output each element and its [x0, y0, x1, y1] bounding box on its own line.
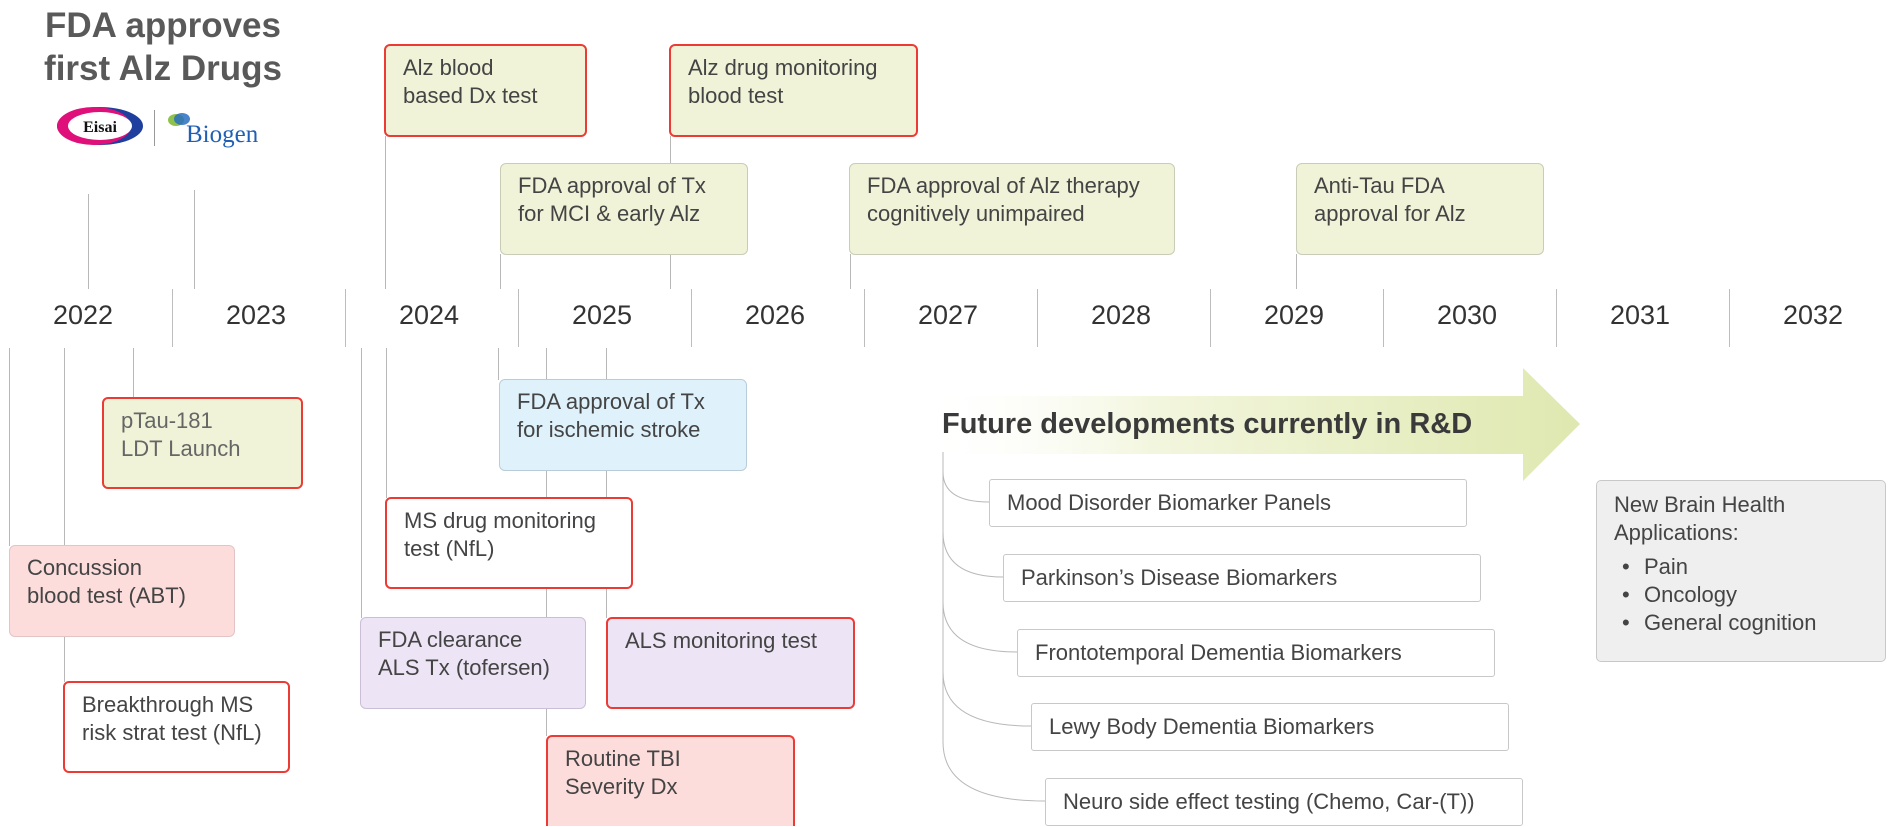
- year-label: 2029: [1263, 300, 1325, 330]
- connector: [64, 348, 65, 682]
- year-label: 2028: [1090, 300, 1152, 330]
- year-label: 2024: [398, 300, 460, 330]
- year-label: 2023: [225, 300, 287, 330]
- connector: [361, 348, 362, 618]
- svg-text:Eisai: Eisai: [83, 119, 117, 136]
- milestone-alz-blood-dx: Alz blood based Dx test: [384, 44, 587, 137]
- year-label: 2030: [1436, 300, 1498, 330]
- eisai-logo: Eisai: [56, 106, 144, 146]
- milestone-ptau-181: pTau-181 LDT Launch: [102, 397, 303, 489]
- milestone-alz-drug-monitoring: Alz drug monitoring blood test: [669, 44, 918, 137]
- title-line-1: FDA approves: [45, 6, 281, 45]
- rd-item-lewy-body: Lewy Body Dementia Biomarkers: [1031, 703, 1509, 751]
- year-divider: [345, 289, 346, 347]
- year-label: 2026: [744, 300, 806, 330]
- milestone-als-monitoring: ALS monitoring test: [606, 617, 855, 709]
- list-item: Oncology: [1622, 581, 1868, 609]
- connector: [1296, 254, 1297, 289]
- year-divider: [1210, 289, 1211, 347]
- milestone-fda-ischemic-stroke: FDA approval of Tx for ischemic stroke: [499, 379, 747, 471]
- future-title: Future developments currently in R&D: [942, 408, 1473, 440]
- list-item: Pain: [1622, 553, 1868, 581]
- svg-text:Biogen: Biogen: [186, 121, 259, 148]
- connector: [386, 348, 387, 498]
- connector: [606, 348, 607, 618]
- list-item: General cognition: [1622, 609, 1868, 637]
- year-divider: [864, 289, 865, 347]
- connector: [850, 254, 851, 289]
- connector: [88, 194, 89, 289]
- title-line-2: first Alz Drugs: [44, 49, 282, 88]
- connector: [194, 190, 195, 289]
- milestone-ms-drug-monitoring: MS drug monitoring test (NfL): [385, 497, 633, 589]
- page-title: FDA approves first Alz Drugs: [28, 4, 298, 90]
- rd-bracket: [940, 452, 1060, 822]
- future-arrow: [920, 368, 1580, 481]
- year-divider: [691, 289, 692, 347]
- year-divider: [518, 289, 519, 347]
- year-label: 2032: [1782, 300, 1844, 330]
- new-brain-health-heading: New Brain Health Applications:: [1614, 492, 1786, 545]
- milestone-fda-mci-early-alz: FDA approval of Tx for MCI & early Alz: [500, 163, 748, 255]
- year-divider: [1037, 289, 1038, 347]
- connector: [498, 348, 499, 380]
- year-label: 2022: [52, 300, 114, 330]
- connector: [9, 348, 10, 546]
- rd-item-parkinsons: Parkinson’s Disease Biomarkers: [1003, 554, 1481, 602]
- rd-item-mood-disorder: Mood Disorder Biomarker Panels: [989, 479, 1467, 527]
- year-label: 2027: [917, 300, 979, 330]
- year-label: 2031: [1609, 300, 1671, 330]
- milestone-ms-risk-strat: Breakthrough MS risk strat test (NfL): [63, 681, 290, 773]
- connector: [385, 136, 386, 289]
- year-divider: [1729, 289, 1730, 347]
- milestone-anti-tau: Anti-Tau FDA approval for Alz: [1296, 163, 1544, 255]
- year-divider: [1383, 289, 1384, 347]
- rd-item-neuro-side-effect: Neuro side effect testing (Chemo, Car-(T…: [1045, 778, 1523, 826]
- logo-divider: [154, 110, 155, 146]
- biogen-logo: Biogen: [162, 110, 282, 150]
- milestone-fda-als-tofersen: FDA clearance ALS Tx (tofersen): [360, 617, 586, 709]
- rd-item-frontotemporal: Frontotemporal Dementia Biomarkers: [1017, 629, 1495, 677]
- new-brain-health-list: Pain Oncology General cognition: [1614, 553, 1868, 637]
- new-brain-health-box: New Brain Health Applications: Pain Onco…: [1596, 480, 1886, 662]
- year-divider: [1556, 289, 1557, 347]
- connector: [500, 254, 501, 289]
- year-label: 2025: [571, 300, 633, 330]
- connector: [133, 348, 134, 397]
- milestone-concussion-test: Concussion blood test (ABT): [9, 545, 235, 637]
- milestone-fda-alz-cognitively-unimpaired: FDA approval of Alz therapy cognitively …: [849, 163, 1175, 255]
- milestone-routine-tbi: Routine TBI Severity Dx: [546, 735, 795, 826]
- year-divider: [172, 289, 173, 347]
